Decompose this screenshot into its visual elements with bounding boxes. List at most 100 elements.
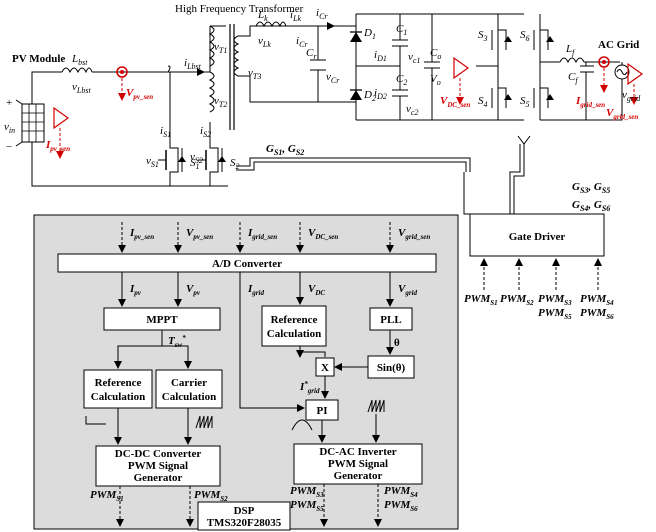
- icr2-label: iCr: [296, 35, 308, 49]
- s3-label: S3: [478, 29, 488, 43]
- dsp-name-line2: TMS320F28035: [207, 517, 282, 529]
- vt3-label: vT3: [248, 67, 261, 81]
- ipv-sensor-icon: [53, 106, 70, 130]
- ref-calc-right-line2: Calculation: [267, 328, 321, 340]
- ref-calc-left-line1: Reference: [95, 377, 142, 389]
- s5-label: S5: [520, 95, 530, 109]
- gd-pwm-s4: PWMS4: [580, 293, 614, 307]
- id2-label: iD2: [374, 87, 387, 101]
- vs2-label: vS2: [190, 151, 203, 165]
- vc2-label: vc2: [406, 103, 418, 117]
- is2-label: iS2: [200, 125, 211, 139]
- cf-label: Cf: [568, 71, 579, 85]
- dsp-in-vgrid: Vgrid_sen: [398, 227, 430, 241]
- dcac-pwm-block: [293, 443, 423, 485]
- dsp-in-vpv: Vpv_sen: [186, 227, 213, 241]
- dsp-in-igrid: Igrid_sen: [247, 227, 277, 241]
- mppt-label: MPPT: [146, 314, 178, 326]
- ref-calc-left-block: [83, 369, 153, 409]
- dsp-input-arrows: [118, 222, 394, 253]
- gd-pwm-s6: PWMS6: [580, 307, 614, 321]
- dsp-out-pwm-s2: PWMS2: [194, 489, 228, 503]
- lk-inductor: [255, 21, 287, 28]
- co-capacitor: [424, 61, 440, 69]
- vgrid-label: vgrid: [622, 89, 641, 103]
- multiplier-label: X: [321, 362, 329, 374]
- gate-driver-label: Gate Driver: [509, 231, 566, 243]
- igrid-ref-label: I*grid: [299, 380, 320, 395]
- c2-capacitor: [392, 89, 408, 97]
- s1-label: S1: [190, 157, 200, 171]
- pll-label: PLL: [380, 314, 401, 326]
- co-label: Co: [430, 47, 441, 61]
- gs46-label: GS4, GS6: [572, 199, 610, 213]
- ilk-label: iLk: [290, 9, 302, 23]
- adc-out-ipv: Ipv: [129, 283, 142, 297]
- vin-label: vin + −: [4, 97, 15, 153]
- pv-panel-icon: [15, 99, 45, 147]
- vgrid-sensor-label: Vgrid_sen: [606, 107, 638, 121]
- dcac-line2: PWM Signal: [328, 458, 388, 470]
- adc-output-arrows: [118, 272, 394, 412]
- switch-s5: [533, 87, 554, 108]
- gate-driver-inputs: [480, 258, 602, 290]
- dsp-out-pwm-s5: PWMS5: [290, 499, 324, 513]
- switch-s3: [491, 29, 512, 50]
- c2-label: C2: [396, 73, 407, 87]
- theta-label: θ: [394, 337, 400, 349]
- igrid-sensor-node: [598, 56, 610, 68]
- sawtooth-carrier-waveform: [195, 415, 213, 429]
- vgrid-sensor-icon: [627, 62, 644, 86]
- carrier-calc-line1: Carrier: [171, 377, 207, 389]
- adc-out-vdc: VDC: [308, 283, 325, 297]
- dsp-output-arrows: [116, 484, 382, 527]
- inverter-carrier-waveform: [367, 399, 385, 413]
- s4-label: S4: [478, 95, 488, 109]
- vc1-label: vc1: [408, 51, 420, 65]
- ilbst-label: iLbst: [184, 57, 202, 71]
- lbst-inductor: [61, 67, 93, 74]
- adc-out-igrid: Igrid: [247, 283, 264, 297]
- vpv-sensor-label: Vpv_sen: [126, 87, 153, 101]
- dsp-name-box: [197, 501, 291, 531]
- lf-label: Lf: [565, 43, 576, 57]
- gs12-label: GS1, GS2: [266, 143, 304, 157]
- lbst-label: Lbst: [71, 53, 88, 67]
- dsp-in-ipv: Ipv_sen: [129, 227, 154, 241]
- dcac-line1: DC-AC Inverter: [319, 446, 396, 458]
- dsp-out-pwm-s6: PWMS6: [384, 499, 418, 513]
- vpv-sensor-node: [116, 66, 128, 78]
- switch-s2: [198, 140, 226, 186]
- tsw-label: Tsw*: [168, 334, 186, 349]
- vdc-sensor-label: VDC_sen: [440, 95, 470, 109]
- igrid-sensor-label: Igrid_sen: [575, 95, 605, 109]
- input-wire-top: [31, 71, 168, 104]
- dsp-out-pwm-s4: PWMS4: [384, 485, 418, 499]
- svg-text:+: +: [6, 97, 12, 109]
- gd-pwm-s1: PWMS1: [464, 293, 498, 307]
- adc-out-vgrid: Vgrid: [398, 283, 418, 297]
- ac-grid-label: AC Grid: [598, 39, 639, 51]
- s6-label: S6: [520, 29, 530, 43]
- gate-driver-block: [469, 213, 605, 257]
- sine-reference-waveform: [291, 419, 313, 431]
- gate-bus-s12: [236, 157, 471, 172]
- switch-s4: [491, 87, 512, 108]
- vo-label: Vo: [430, 73, 441, 87]
- transformer-primary: [208, 24, 240, 130]
- dc-reference-waveform: [85, 416, 106, 425]
- vs1-label: vS1: [146, 155, 159, 169]
- dsp-out-pwm-s3: PWMS3: [290, 485, 324, 499]
- dcac-line3: Generator: [334, 470, 383, 482]
- vlbst-label: vLbst: [72, 81, 91, 95]
- dsp-out-pwm-s1: PWMS1: [90, 489, 124, 503]
- id1-label: iD1: [374, 49, 387, 63]
- cf-capacitor: [540, 62, 594, 121]
- sin-label: Sin(θ): [377, 362, 406, 374]
- switch-s1: [158, 140, 186, 186]
- gd-pwm-s3: PWMS3: [538, 293, 572, 307]
- gs35-label: GS3, GS5: [572, 181, 610, 195]
- diode-d1: [350, 31, 362, 42]
